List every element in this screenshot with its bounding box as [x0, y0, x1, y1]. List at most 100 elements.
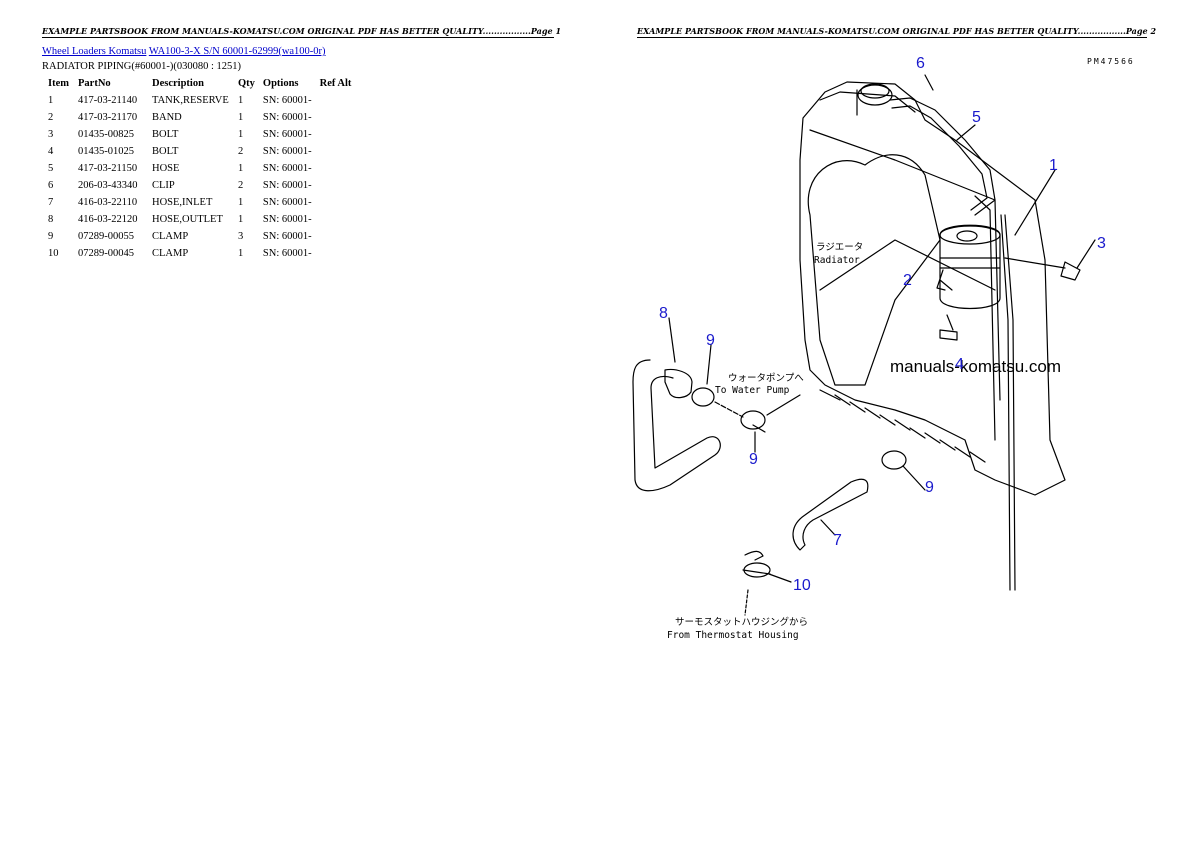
cell-description: HOSE: [152, 163, 180, 174]
cell-qty: 1: [238, 112, 244, 123]
inlet-hose: [792, 478, 869, 551]
callout-9-upper: 9: [706, 332, 715, 349]
cell-options: SN: 60001-: [262, 197, 312, 208]
cell-qty: 2: [238, 180, 244, 191]
hose-clamp: [691, 387, 715, 407]
cell-description: BOLT: [152, 146, 179, 157]
callout-6: 6: [916, 55, 925, 72]
parts-table: Item PartNo Description Qty Options Ref …: [44, 77, 355, 262]
radiator-label-jp: ラジエータ: [816, 242, 863, 253]
page-header: EXAMPLE PARTSBOOK FROM MANUALS-KOMATSU.C…: [42, 26, 562, 38]
radiator-cap: [857, 84, 893, 106]
drawing-code: PM47566: [1087, 57, 1135, 66]
breadcrumb-link-model[interactable]: WA100-3-X S/N 60001-62999(wa100-0r): [148, 46, 326, 57]
cell-partno: 416-03-22110: [78, 197, 138, 208]
cell-ref-alt: [316, 194, 356, 211]
cell-item: 9: [48, 231, 54, 242]
cell-ref-alt: [316, 143, 356, 160]
cell-options: SN: 60001-: [262, 112, 312, 123]
breadcrumb-link-category[interactable]: Wheel Loaders Komatsu: [42, 46, 147, 57]
cell-options: SN: 60001-: [262, 95, 312, 106]
cell-options: SN: 60001-: [262, 214, 312, 225]
page-header: EXAMPLE PARTSBOOK FROM MANUALS-KOMATSU.C…: [637, 26, 1157, 38]
table-row: 7 416-03-22110 HOSE,INLET 1 SN: 60001-: [44, 194, 355, 211]
cell-description: CLIP: [152, 180, 175, 191]
cell-ref-alt: [316, 92, 356, 109]
cell-options: SN: 60001-: [262, 231, 312, 242]
cell-item: 7: [48, 197, 54, 208]
callout-3: 3: [1097, 235, 1106, 252]
bolt-part: [1060, 261, 1081, 281]
cell-options: SN: 60001-: [262, 163, 312, 174]
table-row: 1 417-03-21140 TANK,RESERVE 1 SN: 60001-: [44, 92, 355, 109]
cell-description: HOSE,OUTLET: [152, 214, 223, 225]
breadcrumb: Wheel Loaders Komatsu WA100-3-X S/N 6000…: [42, 46, 326, 57]
callout-4: 4: [955, 356, 964, 373]
column-header-qty: Qty: [238, 78, 255, 89]
section-title: RADIATOR PIPING(#60001-)(030080 : 1251): [42, 61, 242, 72]
watermark: manuals-komatsu.com: [890, 357, 1061, 376]
column-header-options: Options: [262, 78, 299, 89]
cell-item: 2: [48, 112, 54, 123]
cell-qty: 1: [238, 214, 244, 225]
cell-partno: 07289-00045: [78, 248, 134, 259]
cell-ref-alt: [316, 211, 356, 228]
callout-9-middle: 9: [749, 451, 758, 468]
cell-description: BOLT: [152, 129, 179, 140]
cell-description: BAND: [152, 112, 182, 123]
reserve-tank: [939, 224, 1001, 310]
table-row: 2 417-03-21170 BAND 1 SN: 60001-: [44, 109, 355, 126]
cell-options: SN: 60001-: [262, 180, 312, 191]
cell-ref-alt: [316, 228, 356, 245]
cell-qty: 1: [238, 197, 244, 208]
cell-description: TANK,RESERVE: [152, 95, 229, 106]
cell-options: SN: 60001-: [262, 146, 312, 157]
radiator-shroud: [807, 154, 941, 386]
cell-partno: 206-03-43340: [78, 180, 138, 191]
table-row: 6 206-03-43340 CLIP 2 SN: 60001-: [44, 177, 355, 194]
cell-qty: 1: [238, 129, 244, 140]
cell-ref-alt: [316, 177, 356, 194]
water-pump-label-jp: ウォータポンプへ: [728, 373, 804, 384]
cell-qty: 1: [238, 248, 244, 259]
cell-partno: 416-03-22120: [78, 214, 138, 225]
cell-item: 5: [48, 163, 54, 174]
cell-options: SN: 60001-: [262, 248, 312, 259]
table-row: 10 07289-00045 CLAMP 1 SN: 60001-: [44, 245, 355, 262]
table-row: 4 01435-01025 BOLT 2 SN: 60001-: [44, 143, 355, 160]
table-row: 3 01435-00825 BOLT 1 SN: 60001-: [44, 126, 355, 143]
callout-5: 5: [972, 109, 981, 126]
column-header-item: Item: [48, 78, 69, 89]
column-header-ref-alt: Ref Alt: [319, 78, 352, 89]
cell-partno: 07289-00055: [78, 231, 134, 242]
radiator-label-en: Radiator: [814, 255, 860, 266]
parts-page-2: EXAMPLE PARTSBOOK FROM MANUALS-KOMATSU.C…: [595, 0, 1190, 842]
cell-ref-alt: [316, 109, 356, 126]
outlet-hose: [632, 359, 721, 492]
cell-description: CLAMP: [152, 231, 189, 242]
water-pump-label-en: To Water Pump: [715, 385, 790, 396]
cell-item: 4: [48, 146, 54, 157]
callout-1: 1: [1049, 157, 1058, 174]
table-row: 9 07289-00055 CLAMP 3 SN: 60001-: [44, 228, 355, 245]
cell-partno: 417-03-21170: [78, 112, 138, 123]
callout-7: 7: [833, 532, 842, 549]
table-row: 5 417-03-21150 HOSE 1 SN: 60001-: [44, 160, 355, 177]
callout-9-right: 9: [925, 479, 934, 496]
cell-item: 10: [48, 248, 59, 259]
cell-item: 8: [48, 214, 54, 225]
thermostat-label-en: From Thermostat Housing: [667, 630, 799, 641]
callout-2: 2: [903, 272, 912, 289]
cell-qty: 1: [238, 95, 244, 106]
cell-ref-alt: [316, 160, 356, 177]
cell-item: 6: [48, 180, 54, 191]
callout-10: 10: [793, 577, 811, 594]
parts-page-1: EXAMPLE PARTSBOOK FROM MANUALS-KOMATSU.C…: [42, 26, 562, 262]
cell-description: HOSE,INLET: [152, 197, 213, 208]
cell-item: 1: [48, 95, 54, 106]
column-header-description: Description: [152, 78, 204, 89]
callout-8: 8: [659, 305, 668, 322]
table-row: 8 416-03-22120 HOSE,OUTLET 1 SN: 60001-: [44, 211, 355, 228]
cell-ref-alt: [316, 126, 356, 143]
cell-partno: 01435-01025: [78, 146, 134, 157]
